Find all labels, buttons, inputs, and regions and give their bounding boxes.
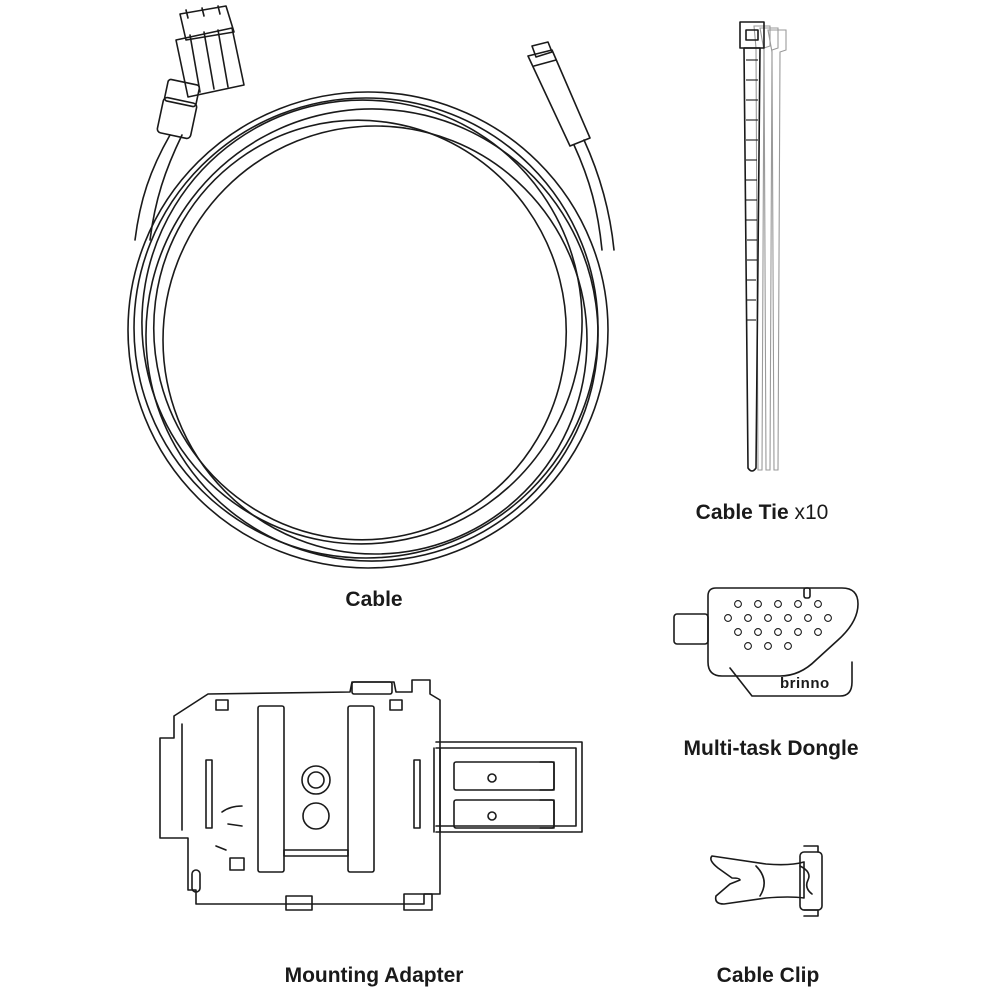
mounting-adapter-illustration [159, 679, 583, 911]
dongle-vent-holes [724, 600, 832, 650]
mounting-adapter-label-text: Mounting Adapter [284, 964, 464, 987]
cable-clip-label-text: Cable Clip [716, 964, 820, 987]
cable-tie-quantity: x10 [794, 501, 829, 524]
cable-tie-label-text: Cable Tie [695, 501, 789, 524]
dongle-label-text: Multi-task Dongle [683, 737, 859, 760]
cable-small-connector [527, 41, 591, 147]
mounting-adapter-label: Mounting Adapter [285, 964, 464, 988]
cable-tie-teeth [746, 59, 758, 321]
dongle-logo: brinno [780, 675, 830, 692]
cable-illustration [127, 5, 615, 569]
dongle-label: Multi-task Dongle [683, 737, 858, 761]
cable-label-text: Cable [345, 588, 403, 611]
cable-tie-label: Cable Tie x10 [696, 501, 829, 525]
cable-tie-illustration [739, 21, 787, 472]
cable-main-connector [156, 5, 245, 140]
cable-clip-label: Cable Clip [717, 964, 820, 988]
dongle-illustration: brinno [673, 587, 859, 697]
cable-label: Cable [345, 588, 402, 612]
cable-clip-illustration [710, 845, 823, 917]
